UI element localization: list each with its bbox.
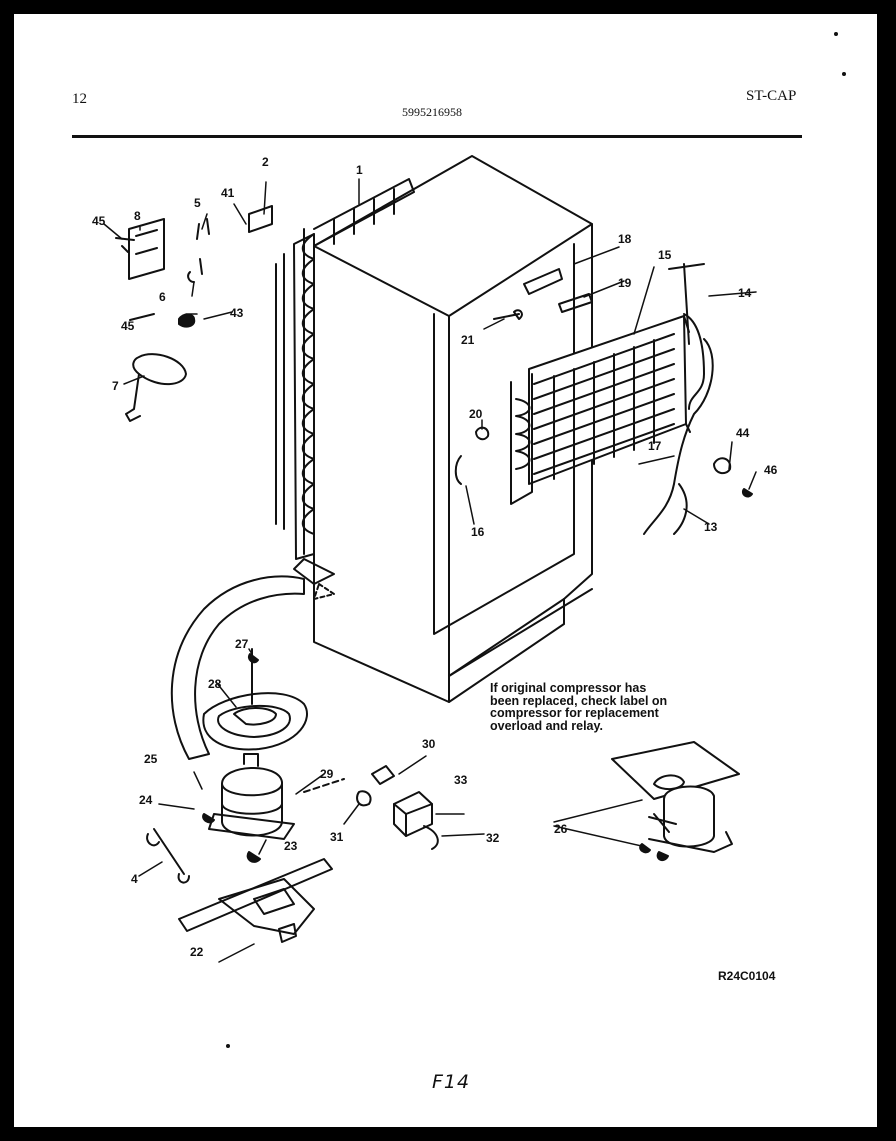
callout-16: 16 (471, 525, 485, 539)
relay-and-overload (356, 765, 439, 850)
callout-27: 27 (235, 637, 249, 651)
scan-speck (842, 72, 846, 76)
callout-46: 46 (764, 463, 778, 477)
cabinet-drawing (275, 155, 593, 703)
callout-7: 7 (112, 379, 119, 393)
scan-speck (226, 1044, 230, 1048)
callout-1: 1 (356, 163, 363, 177)
callout-33: 33 (454, 773, 468, 787)
leader-lines (103, 178, 757, 963)
callout-15: 15 (658, 248, 672, 262)
callout-26: 26 (554, 822, 568, 836)
callout-17: 17 (648, 439, 662, 453)
callout-5: 5 (194, 196, 201, 210)
page-number: 12 (72, 91, 87, 107)
callout-18: 18 (618, 232, 632, 246)
callout-20: 20 (469, 407, 483, 421)
compressor-assembly (146, 753, 345, 943)
compressor-replacement-note: If original compressor has been replaced… (490, 681, 668, 733)
callout-43: 43 (230, 306, 244, 320)
drain-pan-and-hose (170, 575, 308, 760)
callout-22: 22 (190, 945, 204, 959)
callout-4: 4 (131, 872, 138, 886)
misc-small-parts (115, 237, 753, 498)
scan-speck (834, 32, 838, 36)
model-code: ST-CAP (746, 88, 797, 104)
callout-8: 8 (134, 209, 141, 223)
reference-code: R24C0104 (718, 969, 776, 983)
callout-28: 28 (208, 677, 222, 691)
callout-45-top: 45 (92, 214, 106, 228)
callout-2: 2 (262, 155, 269, 169)
callout-19: 19 (618, 276, 632, 290)
replacement-compressor (611, 741, 740, 862)
callout-41: 41 (221, 186, 235, 200)
part-number: 5995216958 (402, 105, 462, 119)
upper-left-parts (125, 205, 273, 422)
handwritten-mark: F14 (432, 1071, 471, 1093)
callout-31: 31 (330, 830, 344, 844)
callout-32: 32 (486, 831, 500, 845)
callout-labels: 1 2 4 5 6 7 8 13 14 15 16 17 18 19 20 21… (92, 155, 778, 959)
callout-25: 25 (144, 752, 158, 766)
callout-14: 14 (738, 286, 752, 300)
exploded-parts-diagram: 1 2 4 5 6 7 8 13 14 15 16 17 18 19 20 21… (92, 155, 778, 963)
evaporator-drawing (510, 263, 714, 535)
callout-6: 6 (159, 290, 166, 304)
callout-29: 29 (320, 767, 334, 781)
callout-24: 24 (139, 793, 153, 807)
callout-45-mid: 45 (121, 319, 135, 333)
callout-21: 21 (461, 333, 475, 347)
callout-23: 23 (284, 839, 298, 853)
callout-30: 30 (422, 737, 436, 751)
callout-44: 44 (736, 426, 750, 440)
callout-13: 13 (704, 520, 718, 534)
diagram-sheet: 12 5995216958 ST-CAP (14, 14, 877, 1127)
header-rule (72, 135, 802, 138)
